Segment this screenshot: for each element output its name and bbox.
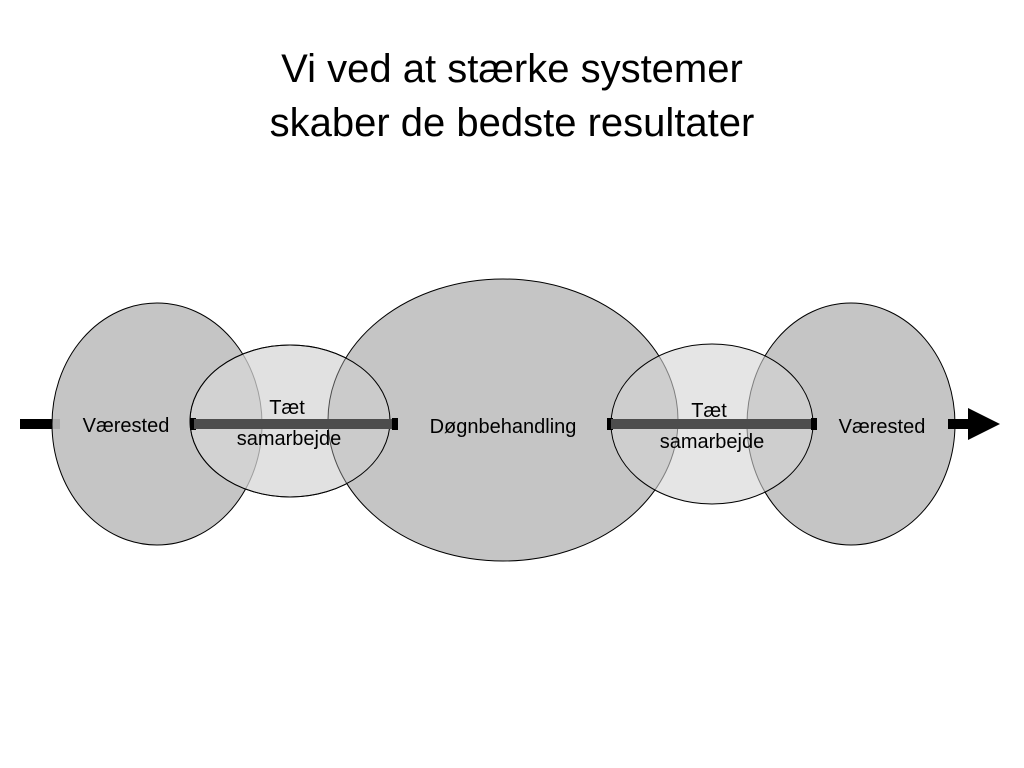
connector-right-end-cap: [811, 418, 817, 430]
connector-left: [194, 419, 394, 429]
connector-left-end-cap: [392, 418, 398, 430]
title-line-1: Vi ved at stærke systemer: [281, 47, 743, 91]
title-line-2: skaber de bedste resultater: [269, 101, 755, 145]
connector-left-start-cap: [190, 418, 196, 430]
taet-samarbejde-right-label-line2: samarbejde: [660, 431, 765, 453]
taet-samarbejde-right-label-line1: Tæt: [691, 400, 727, 422]
exit-arrow-head: [968, 408, 1000, 440]
taet-samarbejde-left-label-line1: Tæt: [269, 397, 305, 419]
taet-samarbejde-left-label-line2: samarbejde: [237, 428, 342, 450]
connector-right-start-cap: [607, 418, 613, 430]
vaerested-right-label: Værested: [839, 416, 926, 438]
connector-right: [611, 419, 813, 429]
slide-title: Vi ved at stærke systemer skaber de beds…: [0, 42, 1024, 150]
vaerested-left-label: Værested: [83, 415, 170, 437]
entry-bar: [20, 419, 60, 429]
doegnbehandling-label: Døgnbehandling: [430, 416, 577, 438]
exit-arrow-shaft: [948, 419, 972, 429]
